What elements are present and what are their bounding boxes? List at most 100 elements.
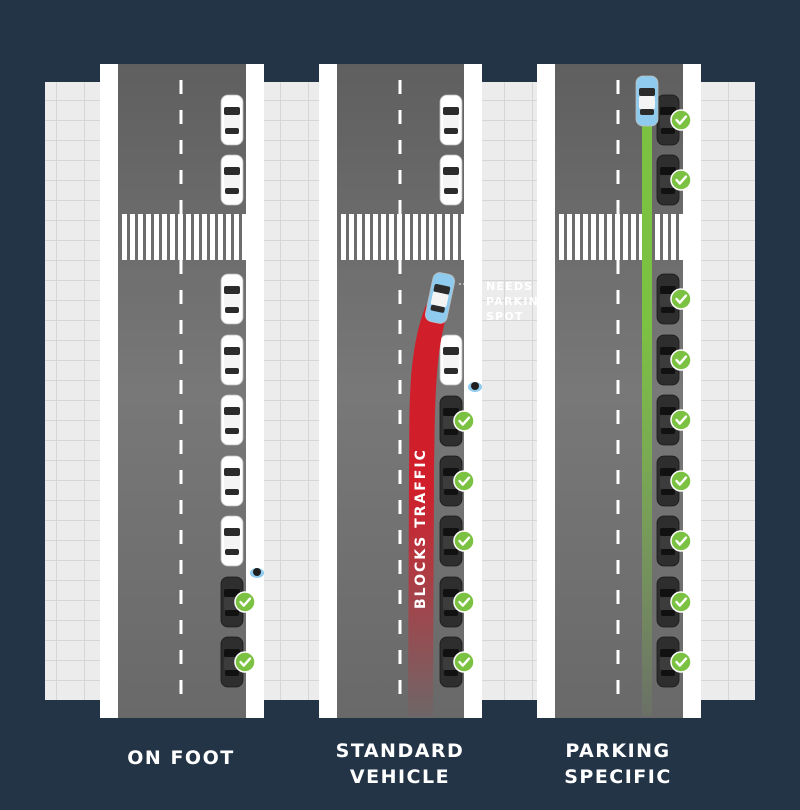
lane-dash bbox=[616, 380, 620, 394]
check-icon bbox=[670, 530, 692, 552]
check-badge bbox=[453, 530, 475, 552]
crosswalk-stripe bbox=[397, 214, 402, 260]
crosswalk-stripe bbox=[583, 214, 588, 260]
crosswalk-stripe bbox=[242, 214, 247, 260]
caption-on-foot: ON FOOT bbox=[81, 745, 281, 771]
car-windshield bbox=[443, 468, 459, 476]
lane-dash bbox=[398, 200, 402, 214]
lane-dash bbox=[616, 140, 620, 154]
left-curb bbox=[319, 64, 337, 718]
lane-dash bbox=[179, 650, 183, 664]
lane-dash bbox=[398, 290, 402, 304]
lane-dash bbox=[616, 590, 620, 604]
crosswalk-stripe bbox=[671, 214, 676, 260]
crosswalk-stripe bbox=[639, 214, 644, 260]
crosswalk-stripe bbox=[631, 214, 636, 260]
check-badge bbox=[453, 470, 475, 492]
car-windshield bbox=[443, 649, 459, 657]
crosswalk-stripe bbox=[170, 214, 175, 260]
car-roof bbox=[224, 536, 240, 549]
parked-car-light bbox=[220, 273, 244, 325]
check-mark bbox=[675, 175, 688, 185]
needs-parking-spot-callout: NEEDS PARKING SPOT bbox=[486, 279, 549, 324]
lane-dash bbox=[179, 350, 183, 364]
check-badge bbox=[234, 651, 256, 673]
lane-dash bbox=[616, 470, 620, 484]
car-roof bbox=[224, 476, 240, 489]
crosswalk-stripe bbox=[365, 214, 370, 260]
pedestrian-icon bbox=[250, 568, 264, 578]
caption-line: ON FOOT bbox=[127, 747, 235, 769]
check-icon bbox=[234, 651, 256, 673]
crosswalk-stripe bbox=[615, 214, 620, 260]
car-rear-window bbox=[430, 304, 445, 313]
car-rear-window bbox=[444, 429, 458, 435]
check-badge bbox=[670, 409, 692, 431]
caption-line: STANDARD bbox=[335, 740, 465, 762]
crosswalk-stripe bbox=[218, 214, 223, 260]
check-badge bbox=[234, 591, 256, 613]
lane-dash bbox=[179, 140, 183, 154]
lane-dash bbox=[179, 110, 183, 124]
lane-dash bbox=[398, 620, 402, 634]
crosswalk-stripe bbox=[389, 214, 394, 260]
parked-car-dark bbox=[439, 576, 463, 628]
car-rear-window bbox=[225, 368, 239, 374]
lane-dash bbox=[179, 290, 183, 304]
check-badge bbox=[670, 288, 692, 310]
check-badge bbox=[670, 109, 692, 131]
parked-car-light bbox=[220, 154, 244, 206]
caption-parking-specific: PARKING SPECIFIC bbox=[518, 738, 718, 790]
lane-dash bbox=[616, 350, 620, 364]
lane-dash bbox=[179, 440, 183, 454]
car-windshield bbox=[660, 167, 676, 175]
car-rear-window bbox=[661, 428, 675, 434]
lane-dash bbox=[398, 140, 402, 154]
crosswalk-stripe bbox=[679, 214, 684, 260]
blocks-traffic-text: BLOCKS TRAFFIC bbox=[413, 448, 429, 609]
lane-dash bbox=[398, 560, 402, 574]
crosswalk-stripe bbox=[130, 214, 135, 260]
crosswalk-stripe bbox=[421, 214, 426, 260]
parked-car-light bbox=[439, 94, 463, 146]
crosswalk-stripe bbox=[607, 214, 612, 260]
parked-car-dark bbox=[656, 515, 680, 567]
crosswalk-stripe bbox=[567, 214, 572, 260]
pedestrian-head bbox=[253, 568, 261, 576]
car-windshield bbox=[224, 107, 240, 115]
car-rear-window bbox=[225, 549, 239, 555]
lane-dash bbox=[398, 320, 402, 334]
lane-dash bbox=[179, 200, 183, 214]
lane-dash bbox=[616, 620, 620, 634]
check-icon bbox=[453, 530, 475, 552]
lane-dash bbox=[398, 80, 402, 94]
check-mark bbox=[675, 536, 688, 546]
car-roof bbox=[224, 115, 240, 128]
callout-leader bbox=[459, 283, 478, 382]
lane-dash bbox=[179, 470, 183, 484]
lane-dash bbox=[398, 350, 402, 364]
car-roof bbox=[224, 355, 240, 368]
lane-dash bbox=[179, 530, 183, 544]
check-mark bbox=[239, 657, 252, 667]
car-rear-window bbox=[225, 670, 239, 676]
check-badge bbox=[453, 410, 475, 432]
lane-dash bbox=[398, 260, 402, 274]
car-rear-window bbox=[444, 368, 458, 374]
lane-dash bbox=[179, 320, 183, 334]
callout-line: PARKING bbox=[486, 295, 550, 308]
caption-line: PARKING bbox=[565, 740, 671, 762]
car-rear-window bbox=[444, 128, 458, 134]
check-mark bbox=[458, 536, 471, 546]
check-icon bbox=[670, 349, 692, 371]
check-icon bbox=[670, 288, 692, 310]
check-badge bbox=[670, 349, 692, 371]
check-icon bbox=[670, 409, 692, 431]
car-windshield bbox=[443, 167, 459, 175]
pedestrian-head bbox=[471, 382, 479, 390]
crosswalk-stripe bbox=[122, 214, 127, 260]
check-badge bbox=[670, 591, 692, 613]
car-rear-window bbox=[661, 128, 675, 134]
car-roof bbox=[224, 415, 240, 428]
